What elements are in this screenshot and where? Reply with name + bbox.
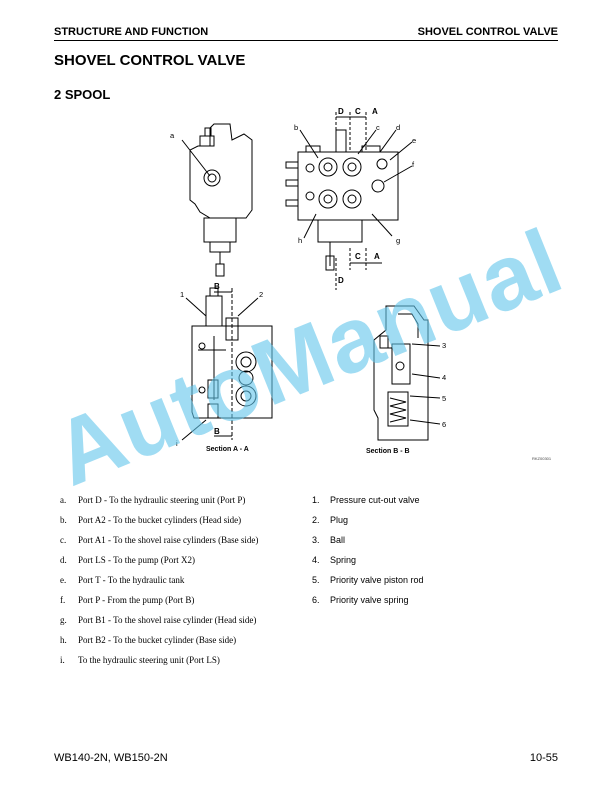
page-title: SHOVEL CONTROL VALVE bbox=[54, 52, 246, 69]
list-item: 1.Pressure cut-out valve bbox=[312, 495, 420, 505]
running-header: STRUCTURE AND FUNCTION SHOVEL CONTROL VA… bbox=[54, 26, 558, 41]
callout-c: c bbox=[376, 123, 380, 132]
section-mark-d-bottom: D bbox=[338, 276, 344, 285]
header-topic: SHOVEL CONTROL VALVE bbox=[417, 26, 558, 38]
legend-numbers: 1.Pressure cut-out valve 2.Plug 3.Ball 4… bbox=[312, 492, 424, 612]
callout-2: 2 bbox=[259, 290, 264, 299]
footer-models: WB140-2N, WB150-2N bbox=[54, 752, 168, 764]
section-mark-c-top: C bbox=[355, 107, 361, 116]
section-mark-c-bottom: C bbox=[355, 252, 361, 261]
page-subtitle: 2 SPOOL bbox=[54, 87, 111, 102]
callout-e: e bbox=[412, 136, 417, 145]
section-mark-b-top: B bbox=[214, 282, 220, 291]
callout-h: h bbox=[298, 236, 303, 245]
callout-a: a bbox=[170, 131, 175, 140]
callout-g: g bbox=[396, 236, 401, 245]
list-item: e.Port T - To the hydraulic tank bbox=[60, 575, 185, 585]
list-item: c.Port A1 - To the shovel raise cylinder… bbox=[60, 535, 259, 545]
callout-f: f bbox=[412, 160, 415, 169]
section-mark-a-top: A bbox=[372, 107, 378, 116]
list-item: b.Port A2 - To the bucket cylinders (Hea… bbox=[60, 515, 242, 525]
front-view bbox=[285, 112, 413, 290]
list-item: a.Port D - To the hydraulic steering uni… bbox=[60, 495, 246, 505]
list-item: d.Port LS - To the pump (Port X2) bbox=[60, 555, 195, 565]
callout-1: 1 bbox=[180, 290, 185, 299]
list-item: f.Port P - From the pump (Port B) bbox=[60, 595, 195, 605]
list-item: 2.Plug bbox=[312, 515, 349, 525]
section-b-b-view bbox=[373, 305, 441, 441]
caption-section-b-b: Section B - B bbox=[366, 448, 410, 455]
list-item: i.To the hydraulic steering unit (Port L… bbox=[60, 655, 220, 665]
callout-i: i bbox=[176, 439, 178, 448]
section-a-a-view bbox=[181, 287, 273, 441]
section-mark-d-top: D bbox=[338, 107, 344, 116]
callout-6: 6 bbox=[442, 420, 447, 429]
header-section: STRUCTURE AND FUNCTION bbox=[54, 26, 209, 38]
list-item: h.Port B2 - To the bucket cylinder (Base… bbox=[60, 635, 237, 645]
callout-5: 5 bbox=[442, 394, 447, 403]
section-mark-b-bottom: B bbox=[214, 427, 220, 436]
figure-code: RKZ00301 bbox=[532, 456, 552, 461]
list-item: 3.Ball bbox=[312, 535, 346, 545]
list-item: 6.Priority valve spring bbox=[312, 595, 409, 605]
section-mark-a-bottom: A bbox=[374, 252, 380, 261]
list-item: 5.Priority valve piston rod bbox=[312, 575, 424, 585]
list-item: g.Port B1 - To the shovel raise cylinder… bbox=[60, 615, 257, 625]
side-view bbox=[181, 123, 253, 277]
callout-d: d bbox=[396, 123, 401, 132]
callout-3: 3 bbox=[442, 341, 447, 350]
list-item: 4.Spring bbox=[312, 555, 357, 565]
callout-4: 4 bbox=[442, 373, 447, 382]
callout-b: b bbox=[294, 123, 299, 132]
caption-section-a-a: Section A - A bbox=[206, 446, 249, 453]
legend-letters: a.Port D - To the hydraulic steering uni… bbox=[60, 492, 258, 672]
footer-page-number: 10-55 bbox=[529, 752, 558, 764]
